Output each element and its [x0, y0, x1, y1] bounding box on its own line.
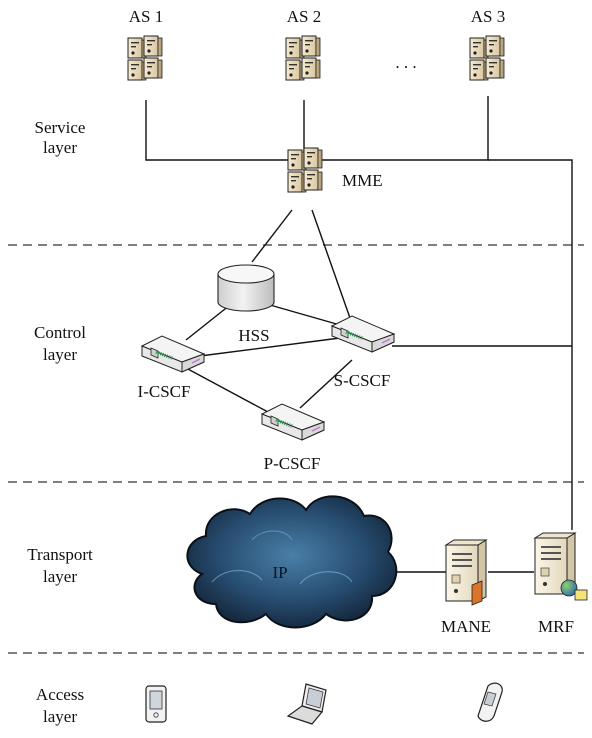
control-layer-label-2: layer — [43, 345, 77, 364]
link-pcscf-scscf — [299, 359, 353, 409]
hss-label: HSS — [238, 326, 269, 345]
link-icscf-pcscf — [185, 367, 269, 413]
as1-server-icon — [128, 36, 162, 80]
link-hss-scscf — [269, 304, 341, 326]
icscf-label: I-CSCF — [138, 382, 191, 401]
control-layer-label: Control — [34, 323, 86, 342]
connection-lines — [145, 96, 573, 573]
mrf-server-icon — [534, 532, 588, 601]
ellipsis-label: . . . — [395, 53, 416, 72]
ip-cloud-icon — [186, 495, 398, 629]
as3-server-icon — [470, 36, 504, 80]
link-icscf-scscf — [199, 337, 341, 357]
mrf-label: MRF — [538, 617, 574, 636]
access-layer-label: Access — [36, 685, 84, 704]
service-layer-label-2: layer — [43, 138, 77, 157]
as2-server-icon — [286, 36, 320, 80]
ip-label: IP — [272, 563, 287, 582]
laptop-device-icon — [286, 683, 327, 725]
service-layer-label: Service — [35, 118, 86, 137]
scscf-switch-icon — [330, 314, 396, 354]
as1-label: AS 1 — [129, 7, 163, 26]
mme-server-icon — [288, 148, 322, 192]
hss-database-icon — [217, 264, 275, 312]
as2-label: AS 2 — [287, 7, 321, 26]
pcscf-switch-icon — [260, 402, 326, 442]
mane-label: MANE — [441, 617, 491, 636]
link-hss-icscf — [185, 304, 231, 341]
scscf-label: S-CSCF — [334, 371, 391, 390]
pcscf-label: P-CSCF — [264, 454, 321, 473]
link-mme-hss — [251, 209, 293, 263]
transport-layer-label-2: layer — [43, 567, 77, 586]
as3-label: AS 3 — [471, 7, 505, 26]
link-as3-mrf — [488, 159, 573, 530]
mane-server-icon — [445, 539, 487, 606]
icscf-switch-icon — [140, 334, 206, 374]
mme-label: MME — [342, 171, 383, 190]
link-mme-scscf — [311, 209, 351, 319]
transport-layer-label: Transport — [27, 545, 93, 564]
pda-device-icon — [145, 685, 167, 723]
mobile-phone-icon — [477, 682, 503, 722]
access-layer-label-2: layer — [43, 707, 77, 726]
